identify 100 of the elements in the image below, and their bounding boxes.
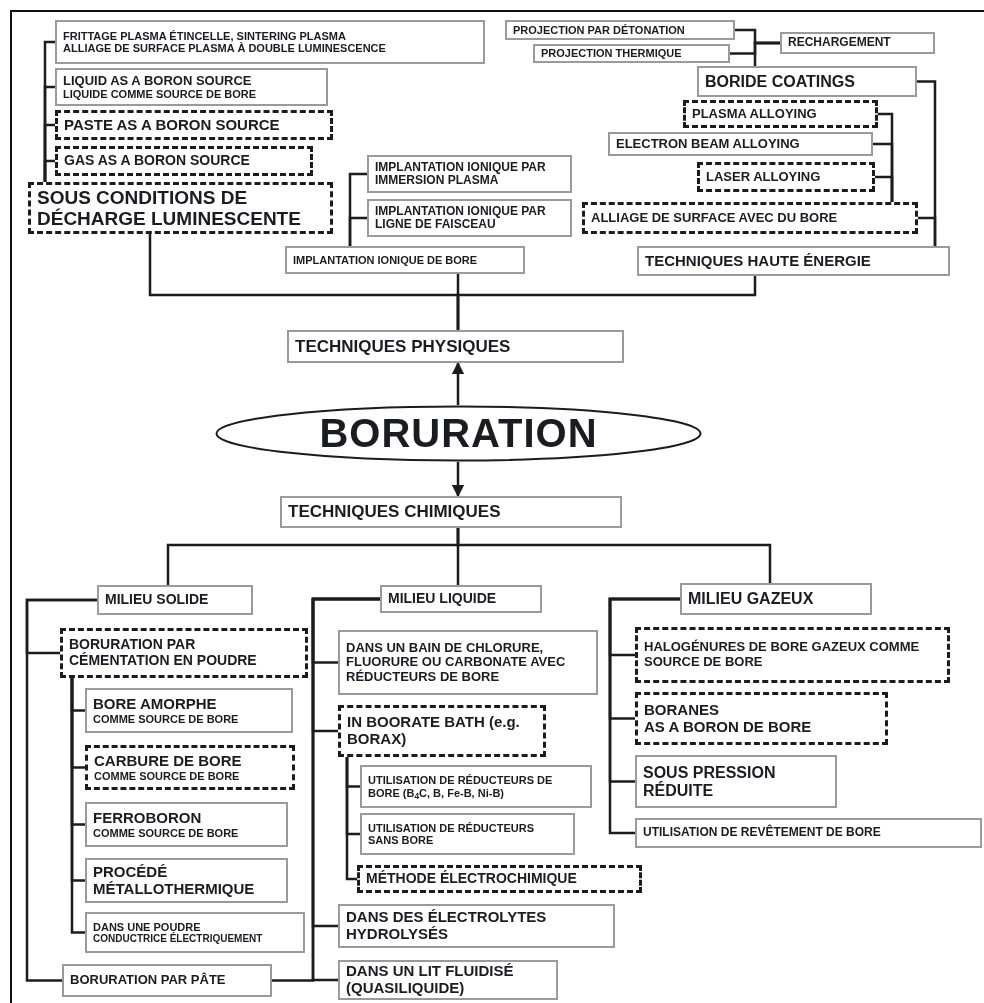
process-box xyxy=(285,246,525,274)
node-text: LIQUIDE COMME SOURCE DE BORE xyxy=(63,88,258,101)
process-box xyxy=(85,912,305,953)
node-text: TECHNIQUES HAUTE ÉNERGIE xyxy=(645,252,872,270)
node-text: CARBURE DE BORE xyxy=(94,752,243,770)
node-text: TECHNIQUES CHIMIQUES xyxy=(288,502,502,522)
node-text: DANS UN LIT FLUIDISÉ (QUASILIQUIDE) xyxy=(346,963,515,997)
node-text: COMME SOURCE DE BORE xyxy=(93,712,240,726)
node-text: UTILISATION DE REVÊTEMENT DE BORE xyxy=(643,826,882,840)
dashed-box xyxy=(338,705,546,757)
dashed-box xyxy=(55,146,313,176)
process-box xyxy=(380,585,542,613)
node-text: COMME SOURCE DE BORE xyxy=(94,769,241,783)
node-text: PASTE AS A BORON SOURCE xyxy=(64,116,281,134)
node-text: CONDUCTRICE ÉLECTRIQUEMENT xyxy=(93,933,264,945)
process-box xyxy=(780,32,935,54)
process-box xyxy=(608,132,873,156)
process-box xyxy=(367,155,572,193)
node-text: PROJECTION PAR DÉTONATION xyxy=(513,23,686,37)
node-text: UTILISATION DE RÉDUCTEURS DE BORE (B$_{4}$C, B, Fe-B, Ni-B) xyxy=(368,774,554,799)
process-box xyxy=(55,68,328,106)
connector-line xyxy=(348,216,367,246)
connector-line xyxy=(456,276,757,330)
process-box xyxy=(505,20,735,40)
process-box xyxy=(360,813,575,855)
node-text: FERROBORON xyxy=(93,809,203,827)
dashed-box xyxy=(697,162,875,192)
node-text: ALLIAGE DE SURFACE PLASMA À DOUBLE LUMINESCENCE xyxy=(63,42,387,55)
connector-line xyxy=(875,175,894,202)
process-box xyxy=(533,44,730,63)
dashed-box xyxy=(635,627,950,683)
node-text: MILIEU SOLIDE xyxy=(105,592,210,608)
node-text: PROCÉDÉ MÉTALLOTHERMIQUE xyxy=(93,863,256,898)
title-text: BORURATION xyxy=(319,411,598,456)
node-text: RECHARGEMENT xyxy=(788,36,892,50)
node-text: SOUS PRESSION RÉDUITE xyxy=(643,763,777,800)
connector-line xyxy=(730,41,780,55)
node-text: DANS UNE POUDRE xyxy=(93,920,201,933)
node-text: HALOGÉNURES DE BORE GAZEUX COMME SOURCE DE BORE xyxy=(644,640,921,670)
node-text: SOUS CONDITIONS DE DÉCHARGE LUMINESCENTE xyxy=(37,186,302,230)
dashed-box xyxy=(55,110,333,140)
node-text: LASER ALLOYING xyxy=(706,169,822,185)
dashed-box xyxy=(582,202,918,234)
node-text: BORURATION PAR CÉMENTATION EN POUDRE xyxy=(69,637,258,669)
process-box xyxy=(85,802,288,847)
node-text: DANS UN BAIN DE CHLORURE, FLUORURE OU CARBONATE AVEC RÉDUCTEURS DE BORE xyxy=(346,640,567,685)
process-box xyxy=(55,20,485,64)
process-box xyxy=(280,496,622,528)
process-box xyxy=(338,630,598,695)
process-box xyxy=(85,858,288,903)
connector-line xyxy=(70,678,85,934)
node-text: AS A BORON DE BORE xyxy=(644,718,813,736)
node-text: COMME SOURCE DE BORE xyxy=(93,826,240,840)
dashed-box xyxy=(683,100,878,128)
connector-line xyxy=(25,598,97,982)
node-text: MILIEU LIQUIDE xyxy=(388,591,498,607)
node-text: UTILISATION DE RÉDUCTEURS SANS BORE xyxy=(368,821,536,847)
node-text: BORURATION PAR PÂTE xyxy=(70,973,227,988)
node-text: FRITTAGE PLASMA ÉTINCELLE, SINTERING PLASMA xyxy=(63,29,347,42)
connector-line xyxy=(608,597,680,835)
node-text: IMPLANTATION IONIQUE PAR IMMERSION PLASMA xyxy=(375,160,547,188)
node-text: BORE AMORPHE xyxy=(93,695,218,713)
node-text: IMPLANTATION IONIQUE DE BORE xyxy=(293,253,479,267)
node-text: IN BOORATE BATH (e.g. BORAX) xyxy=(347,714,521,748)
process-box xyxy=(338,904,615,948)
process-box xyxy=(637,246,950,276)
process-box xyxy=(85,688,293,733)
dashed-box xyxy=(28,182,333,234)
node-text: GAS AS A BORON SOURCE xyxy=(64,153,251,169)
node-text: PROJECTION THERMIQUE xyxy=(541,47,683,60)
process-box xyxy=(62,964,272,997)
process-box xyxy=(367,199,572,237)
process-box xyxy=(680,583,872,615)
node-text: ALLIAGE DE SURFACE AVEC DU BORE xyxy=(591,210,839,226)
process-box xyxy=(697,66,917,97)
arrow xyxy=(451,361,465,405)
dashed-box xyxy=(60,628,308,678)
connector-line xyxy=(456,528,772,583)
node-text: PLASMA ALLOYING xyxy=(692,106,818,122)
process-box xyxy=(97,585,253,615)
node-text: LIQUID AS A BORON SOURCE xyxy=(63,73,253,89)
process-box xyxy=(338,960,558,1000)
node-text: DANS DES ÉLECTROLYTES HYDROLYSÉS xyxy=(346,909,548,943)
node-text: MILIEU GAZEUX xyxy=(688,590,815,608)
node-text: ELECTRON BEAM ALLOYING xyxy=(616,136,801,152)
process-box xyxy=(635,818,982,848)
connector-line xyxy=(272,597,380,982)
process-box xyxy=(635,755,837,808)
dashed-box xyxy=(635,692,888,745)
connector-line xyxy=(43,159,55,182)
node-text: TECHNIQUES PHYSIQUES xyxy=(295,337,512,356)
node-text: MÉTHODE ÉLECTROCHIMIQUE xyxy=(366,871,578,887)
process-box xyxy=(287,330,624,363)
node-text: BORANES xyxy=(644,701,720,719)
arrow xyxy=(451,462,465,498)
dashed-box xyxy=(85,745,295,790)
dashed-box xyxy=(357,865,642,893)
connector-line xyxy=(918,216,937,246)
node-text: BORIDE COATINGS xyxy=(705,72,856,91)
node-text: IMPLANTATION IONIQUE PAR LIGNE DE FAISCEAU xyxy=(375,204,547,232)
